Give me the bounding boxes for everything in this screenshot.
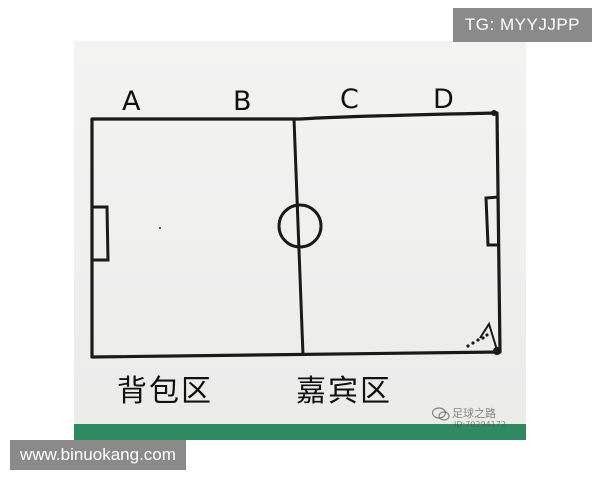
halfway-line bbox=[292, 118, 305, 356]
label-a: A bbox=[122, 86, 143, 117]
corner-dot-top bbox=[491, 110, 497, 116]
watermark-name: 足球之路 bbox=[452, 407, 496, 420]
watermark-id: ID:70294172 bbox=[454, 420, 506, 429]
label-d: D bbox=[433, 84, 456, 115]
zone-label-right: 嘉宾区 bbox=[296, 374, 392, 409]
corner-stroke bbox=[479, 321, 498, 351]
green-table-edge bbox=[74, 424, 526, 440]
corner-mark bbox=[466, 333, 489, 348]
telegram-badge: TG: MYYJJPP bbox=[452, 8, 592, 42]
website-badge[interactable]: www.binuokang.com bbox=[10, 440, 186, 470]
center-circle bbox=[277, 203, 323, 249]
label-c: C bbox=[340, 84, 361, 115]
zone-label-left: 背包区 bbox=[117, 374, 213, 409]
pencil-dot bbox=[158, 226, 162, 230]
label-b: B bbox=[233, 86, 254, 117]
wechat-icon bbox=[432, 407, 450, 421]
left-goal bbox=[92, 205, 110, 262]
corner-dot bbox=[493, 347, 501, 355]
right-goal bbox=[484, 195, 500, 247]
